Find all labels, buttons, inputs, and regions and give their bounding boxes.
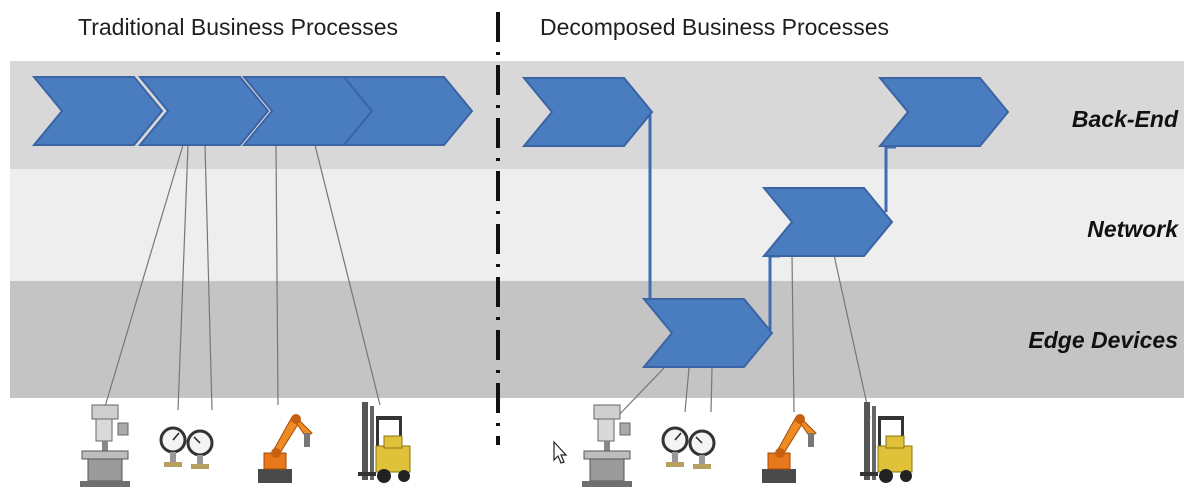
traditional-connectors	[103, 144, 381, 411]
decomposed-title: Decomposed Business Processes	[540, 14, 889, 40]
pressure-gauges-icon	[661, 426, 716, 471]
pressure-gauges-icon	[159, 426, 214, 471]
decomposed-device-connectors	[615, 254, 871, 419]
milling-machine-icon	[79, 404, 131, 488]
backend-layer-label: Back-End	[1071, 106, 1178, 132]
robot-arm-icon	[761, 413, 817, 484]
traditional-title: Traditional Business Processes	[78, 14, 399, 40]
edge-devices-band	[10, 281, 1184, 398]
robot-arm-icon	[257, 413, 313, 484]
edge-devices-layer-label: Edge Devices	[1028, 327, 1178, 353]
network-layer-label: Network	[1087, 216, 1178, 242]
traditional-process-chain	[33, 76, 473, 146]
milling-machine-icon	[581, 404, 633, 488]
forklift-icon	[859, 401, 913, 484]
forklift-icon	[357, 401, 411, 484]
mouse-cursor-icon	[553, 440, 568, 464]
